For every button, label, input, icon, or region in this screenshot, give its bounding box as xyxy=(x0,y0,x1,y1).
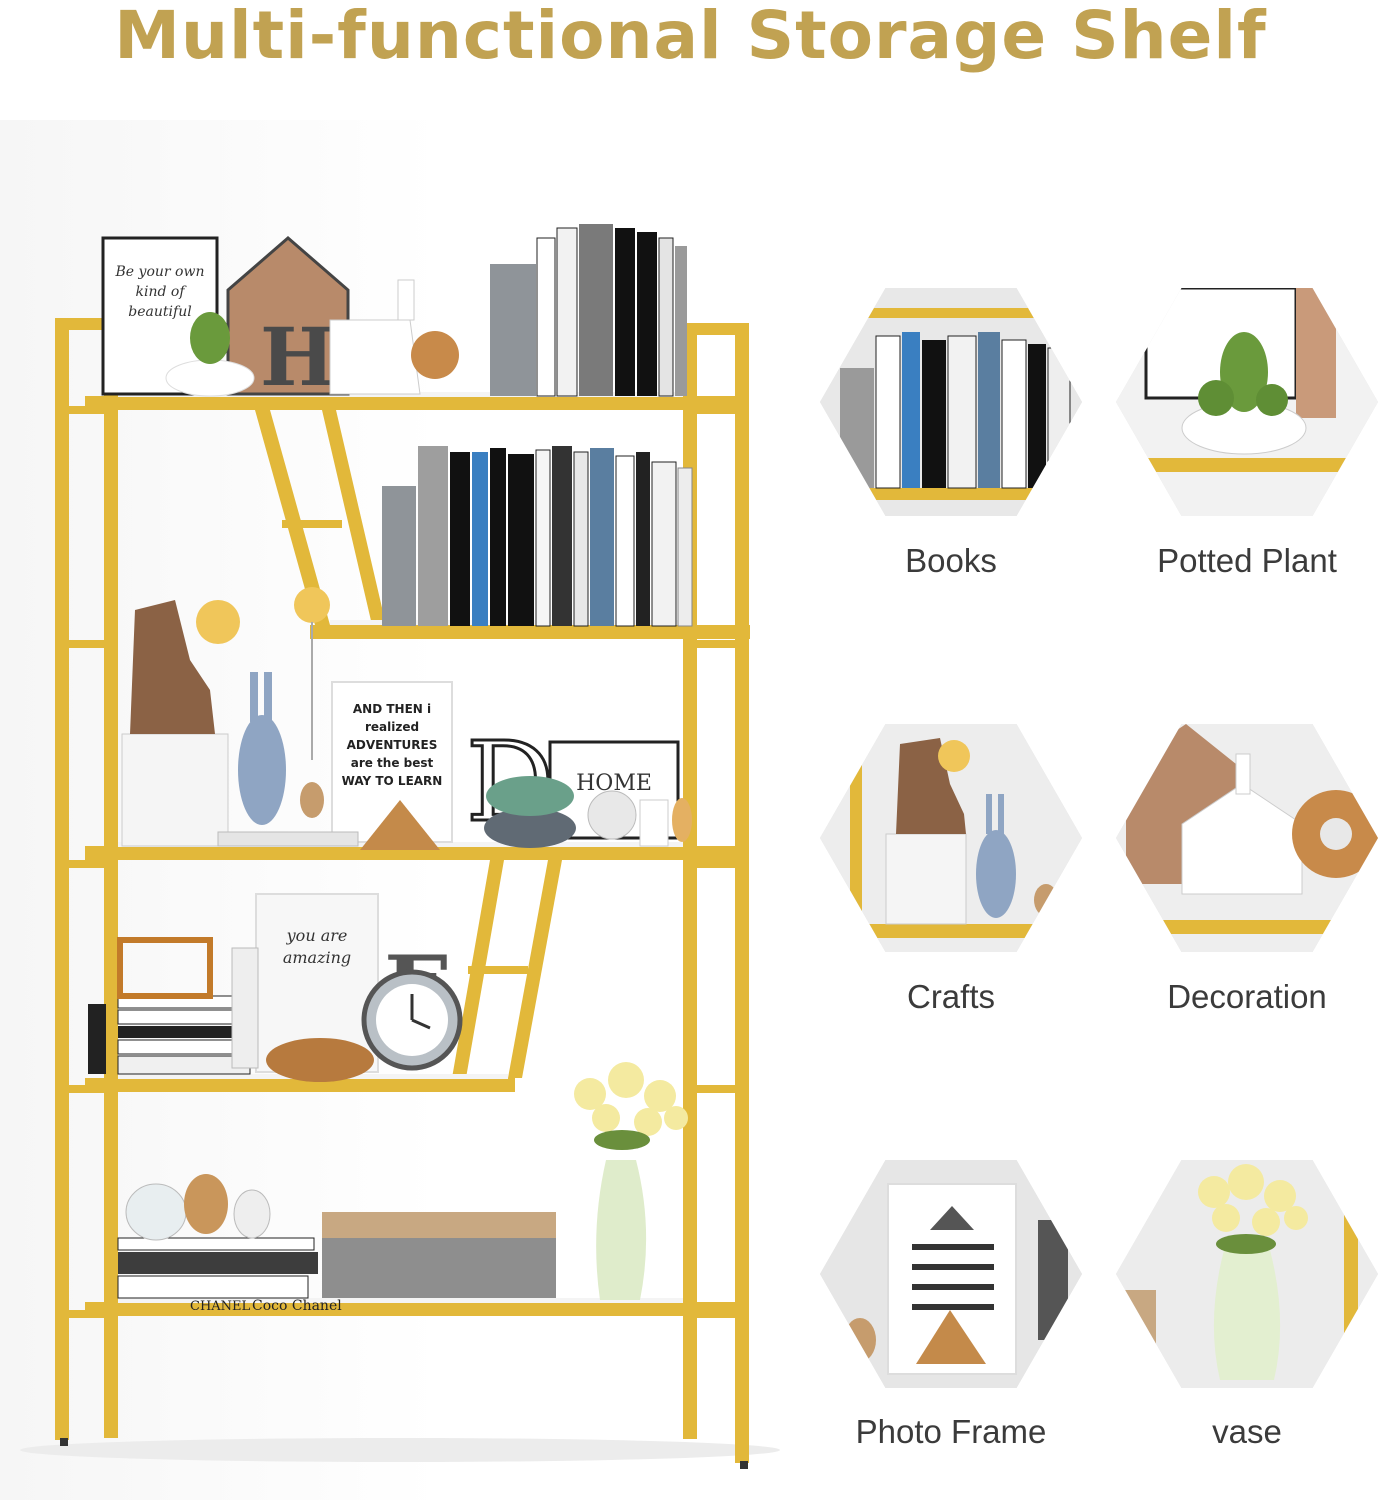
hex-decoration xyxy=(1116,724,1378,952)
frame-top-left-text: Be your own kind of beautiful xyxy=(115,264,205,320)
hex-potted-plant xyxy=(1116,288,1378,516)
book-stack-4 xyxy=(88,995,251,1075)
book-stack-3 xyxy=(217,831,359,847)
moai-sculpture xyxy=(130,600,215,734)
hex-crafts xyxy=(820,724,1082,952)
wood-pyramid xyxy=(360,800,440,850)
glass-vase xyxy=(125,1183,187,1241)
frame-lower-text: you are amazing xyxy=(282,926,352,967)
white-vase xyxy=(596,1160,647,1300)
amber-vase xyxy=(184,1174,228,1234)
plant-pot xyxy=(165,359,255,397)
bookend-2 xyxy=(382,486,416,626)
bookshelf-illustration: Be your own kind of beautiful H xyxy=(20,224,780,1469)
decoration-icon xyxy=(1116,724,1378,952)
succulent-pot xyxy=(484,808,576,848)
frame-mid-text: AND THEN i realized ADVENTURES are the b… xyxy=(341,702,443,788)
shelf-frame xyxy=(55,318,750,1469)
flowers xyxy=(574,1062,688,1136)
feature-label-photo-frame: Photo Frame xyxy=(855,1413,1047,1450)
hex-vase xyxy=(1116,1160,1378,1388)
hex-photo-frame xyxy=(820,1160,1082,1388)
letter-h: H xyxy=(260,310,336,404)
photo-frame-icon xyxy=(820,1160,1082,1388)
wood-bowl xyxy=(266,1038,374,1082)
bookend xyxy=(490,264,536,396)
cactus xyxy=(190,312,230,364)
white-house-model xyxy=(329,319,421,395)
balloon-2 xyxy=(294,587,330,623)
marble-stand xyxy=(121,733,229,847)
feature-label-decoration: Decoration xyxy=(1167,978,1327,1015)
book-spine-coco-chanel: Coco Chanel xyxy=(252,1298,342,1314)
balloon-1 xyxy=(196,600,240,644)
potted-plant-icon xyxy=(1116,288,1378,516)
page-title: Multi-functional Storage Shelf xyxy=(114,0,1267,74)
feature-label-crafts: Crafts xyxy=(906,978,995,1015)
feature-label-vase: vase xyxy=(1212,1413,1282,1450)
book-row-mid xyxy=(418,446,693,627)
vase-icon xyxy=(1116,1160,1378,1388)
book-row-top xyxy=(536,224,687,397)
rabbit-figure xyxy=(238,715,286,825)
shelf-scene: Be your own kind of beautiful H xyxy=(0,120,800,1500)
feature-label-books: Books xyxy=(905,542,997,579)
crafts-icon xyxy=(820,724,1082,952)
floor-shadow xyxy=(20,1438,780,1462)
hex-books xyxy=(820,288,1082,516)
feature-label-potted-plant: Potted Plant xyxy=(1157,542,1337,579)
wood-cube xyxy=(117,937,213,999)
book-stack-5 xyxy=(117,1237,318,1299)
books-icon xyxy=(820,288,1082,516)
book-spine-chanel: CHANEL xyxy=(190,1299,251,1314)
